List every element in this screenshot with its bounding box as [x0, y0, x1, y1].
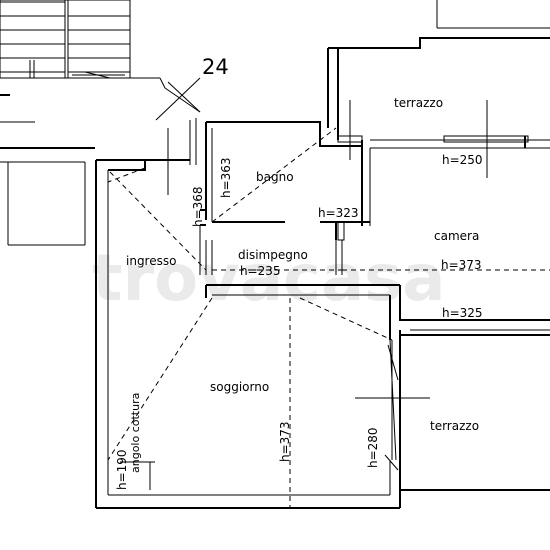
upper-building: [130, 0, 550, 113]
height-label-bathroom-window: h=250: [442, 153, 483, 167]
room-label-terrazzo-bottom: terrazzo: [430, 419, 479, 433]
room-label-disimpegno: disimpegno: [238, 248, 308, 262]
dashed-lines: [107, 127, 550, 508]
height-label-bagno: h=363: [219, 157, 233, 198]
room-label-soggiorno: soggiorno: [210, 380, 269, 394]
height-label-280: h=280: [366, 427, 380, 468]
unit-number: 24: [202, 55, 229, 79]
height-label-soggiorno: h=373: [278, 421, 292, 462]
height-label-323: h=323: [318, 206, 359, 220]
room-label-camera: camera: [434, 229, 479, 243]
height-label-camera: h=373: [441, 258, 482, 272]
height-label-325: h=325: [442, 306, 483, 320]
height-label-190: h=190: [115, 449, 129, 490]
room-label-ingresso: ingresso: [126, 254, 176, 268]
staircase: [0, 0, 131, 79]
openings: [120, 77, 529, 490]
room-label-angolo-cottura: angolo cottura: [129, 393, 142, 473]
room-label-bagno: bagno: [256, 170, 294, 184]
exterior-walls: [95, 37, 550, 509]
watermark: trovacasa: [92, 242, 445, 316]
room-label-terrazzo-top: terrazzo: [394, 96, 443, 110]
adjacent-block: [0, 94, 95, 246]
height-label-disimpegno: h=235: [240, 264, 281, 278]
height-label-ingresso: h=368: [191, 186, 205, 227]
